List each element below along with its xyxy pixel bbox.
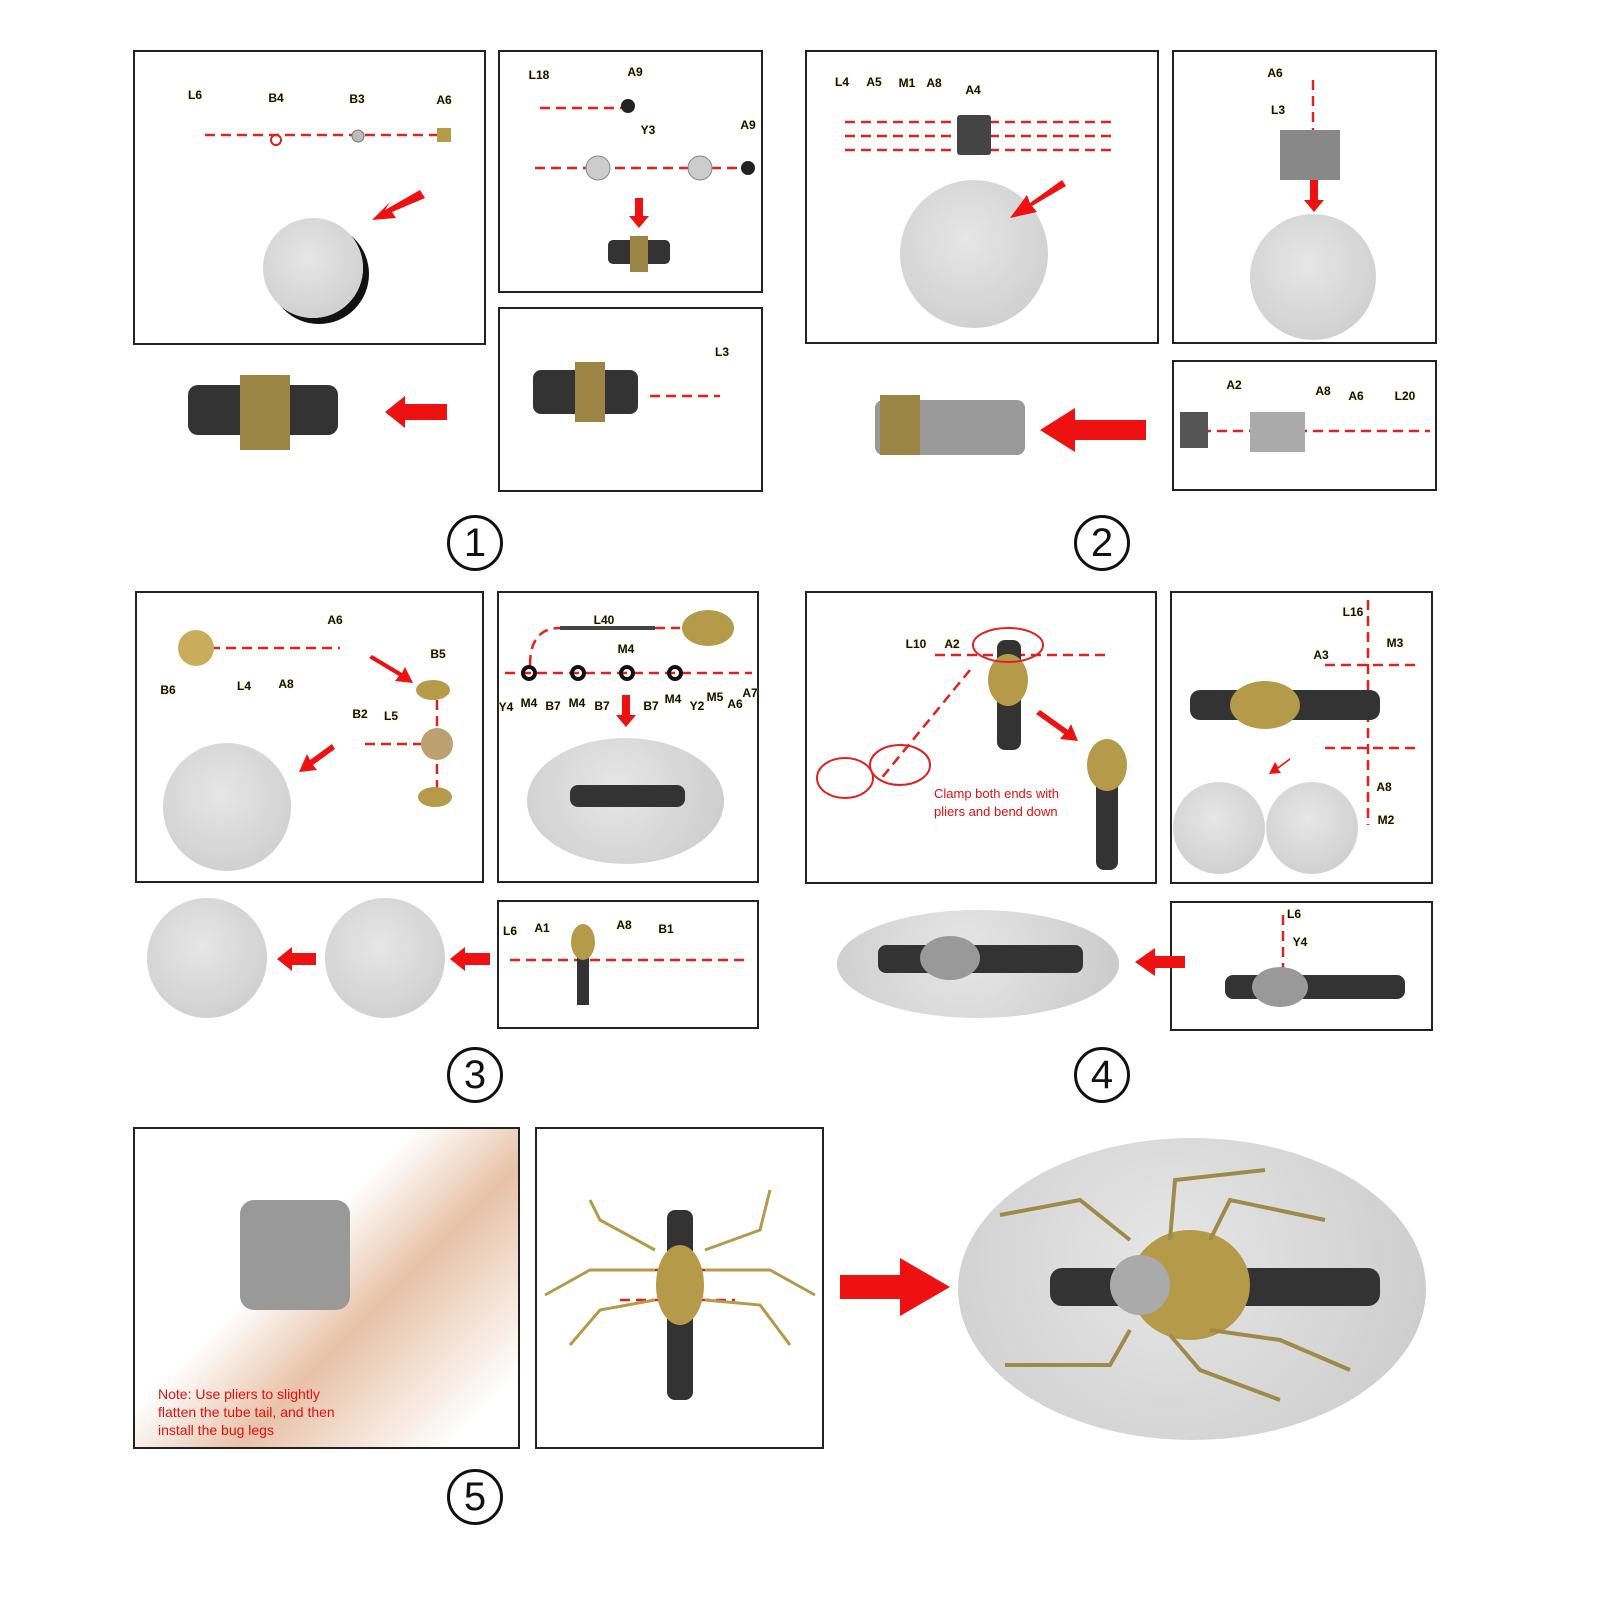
part-label: L5 xyxy=(383,709,399,723)
step-number-5: 5 xyxy=(447,1469,503,1525)
pliers-note: Note: Use pliers to slightly flatten the… xyxy=(158,1386,335,1438)
red-direction-arrows xyxy=(277,180,1324,1316)
part-label: A4 xyxy=(965,83,981,97)
part-label: M3 xyxy=(1386,636,1404,650)
step4-panel-c xyxy=(1170,901,1433,1031)
step3-panel-c xyxy=(497,900,759,1029)
step3-result-photo-a xyxy=(147,898,267,1018)
part-label: M4 xyxy=(568,696,586,710)
part-label: B6 xyxy=(160,683,176,697)
step4-closeup-photo-a xyxy=(1173,782,1265,874)
part-label: M4 xyxy=(664,692,682,706)
part-label: A6 xyxy=(1267,66,1283,80)
part-label: B4 xyxy=(268,91,284,105)
part-label: A2 xyxy=(1226,378,1242,392)
part-label: Y4 xyxy=(1292,935,1308,949)
part-label: A2 xyxy=(944,637,960,651)
step1-closeup-photo xyxy=(263,218,363,318)
step-number-2: 2 xyxy=(1074,515,1130,571)
part-label: Y3 xyxy=(640,123,656,137)
part-label: A6 xyxy=(436,93,452,107)
step3-result-photo-b xyxy=(325,898,445,1018)
part-label: L20 xyxy=(1394,389,1416,403)
part-label: M5 xyxy=(706,690,724,704)
clamp-instruction-note: Clamp both ends with pliers and bend dow… xyxy=(934,786,1060,819)
step4-closeup-photo-b xyxy=(1266,782,1358,874)
part-label: B5 xyxy=(430,647,446,661)
part-label: A6 xyxy=(327,613,343,627)
part-label: A5 xyxy=(866,75,882,89)
part-label: M4 xyxy=(617,642,635,656)
part-label: L6 xyxy=(187,88,203,102)
step2-panel-b xyxy=(1172,50,1437,344)
part-label: A7 xyxy=(742,686,758,700)
part-label: B2 xyxy=(352,707,368,721)
part-label: A8 xyxy=(1376,780,1392,794)
part-label: A6 xyxy=(1348,389,1364,403)
part-label: A8 xyxy=(278,677,294,691)
part-label: L6 xyxy=(502,924,518,938)
part-label: A1 xyxy=(534,921,550,935)
part-label: B1 xyxy=(658,922,674,936)
part-label: A8 xyxy=(926,76,942,90)
part-icons xyxy=(178,99,1405,1402)
part-label: L4 xyxy=(236,679,252,693)
part-label: A3 xyxy=(1313,648,1329,662)
part-label: M2 xyxy=(1377,813,1395,827)
part-label: A9 xyxy=(740,118,756,132)
part-label: A8 xyxy=(1315,384,1331,398)
part-label: A8 xyxy=(616,918,632,932)
step-number-4: 4 xyxy=(1074,1047,1130,1103)
part-label: Y4 xyxy=(498,700,514,714)
part-label: M1 xyxy=(898,76,916,90)
part-label: L4 xyxy=(834,75,850,89)
part-label: Y2 xyxy=(689,699,705,713)
part-label: L16 xyxy=(1342,605,1364,619)
part-label: L40 xyxy=(593,613,615,627)
part-label: B3 xyxy=(349,92,365,106)
part-label: B7 xyxy=(545,699,561,713)
step2-closeup-photo-b xyxy=(1250,214,1376,340)
step-number-3: 3 xyxy=(447,1047,503,1103)
part-label: B7 xyxy=(643,699,659,713)
part-label: L10 xyxy=(905,637,927,651)
part-label: A6 xyxy=(727,697,743,711)
part-label: M4 xyxy=(520,696,538,710)
part-label: L3 xyxy=(1270,103,1286,117)
step-number-1: 1 xyxy=(447,515,503,571)
part-label: B7 xyxy=(594,699,610,713)
part-label: L3 xyxy=(714,345,730,359)
part-label: A9 xyxy=(627,65,643,79)
step3-closeup-photo xyxy=(163,743,291,871)
part-label: L6 xyxy=(1286,907,1302,921)
part-label: L18 xyxy=(528,68,550,82)
